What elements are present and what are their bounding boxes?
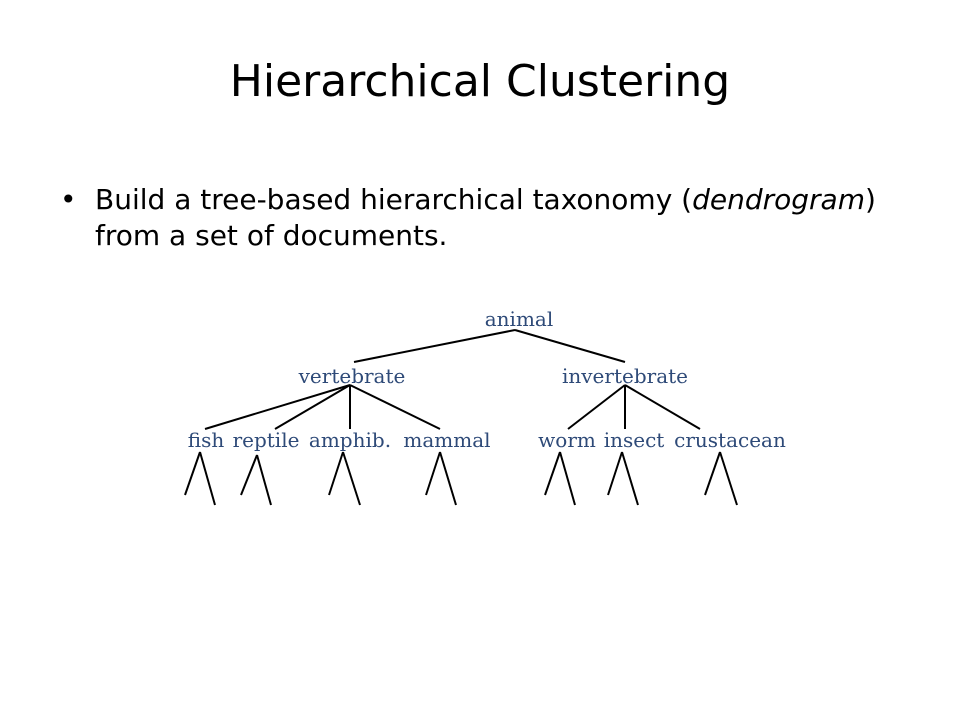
subtree-reptile	[240, 454, 272, 506]
bullet-text-emphasis: dendrogram	[692, 183, 865, 216]
node-animal: animal	[485, 307, 554, 331]
slide-title: Hierarchical Clustering	[229, 56, 731, 107]
node-worm: worm	[538, 428, 596, 452]
node-invertebrate: invertebrate	[562, 364, 688, 388]
node-vertebrate: vertebrate	[298, 364, 406, 388]
subtree-fish	[184, 451, 216, 506]
node-amphib: amphib.	[309, 428, 391, 452]
subtree-worm	[544, 451, 576, 506]
edge-invertebrate-crustacean	[624, 384, 701, 430]
subtree-crustacean	[704, 451, 738, 506]
bullet-item: • Build a tree-based hierarchical taxono…	[60, 182, 900, 254]
bullet-text: Build a tree-based hierarchical taxonomy…	[95, 182, 900, 254]
node-reptile: reptile	[233, 428, 300, 452]
bullet-dot: •	[60, 183, 77, 216]
edge-vertebrate-mammal	[349, 384, 441, 430]
bullet-text-before: Build a tree-based hierarchical taxonomy…	[95, 183, 693, 216]
edge-animal-invertebrate	[514, 329, 626, 363]
bullet-text-after: ) from a set of documents.	[95, 183, 876, 252]
subtree-amphib	[328, 451, 361, 506]
node-crustacean: crustacean	[674, 428, 786, 452]
node-insect: insect	[604, 428, 665, 452]
edge-animal-vertebrate	[353, 329, 516, 363]
subtree-insect	[607, 451, 639, 506]
edge-vertebrate-fish	[204, 384, 351, 430]
subtree-mammal	[425, 451, 457, 506]
tree-labels: animal vertebrate invertebrate fish rept…	[188, 307, 786, 452]
edge-vertebrate-reptile	[274, 384, 351, 430]
edge-invertebrate-worm	[567, 384, 626, 430]
node-fish: fish	[188, 428, 225, 452]
node-mammal: mammal	[403, 428, 490, 452]
tree-edges	[184, 329, 738, 506]
